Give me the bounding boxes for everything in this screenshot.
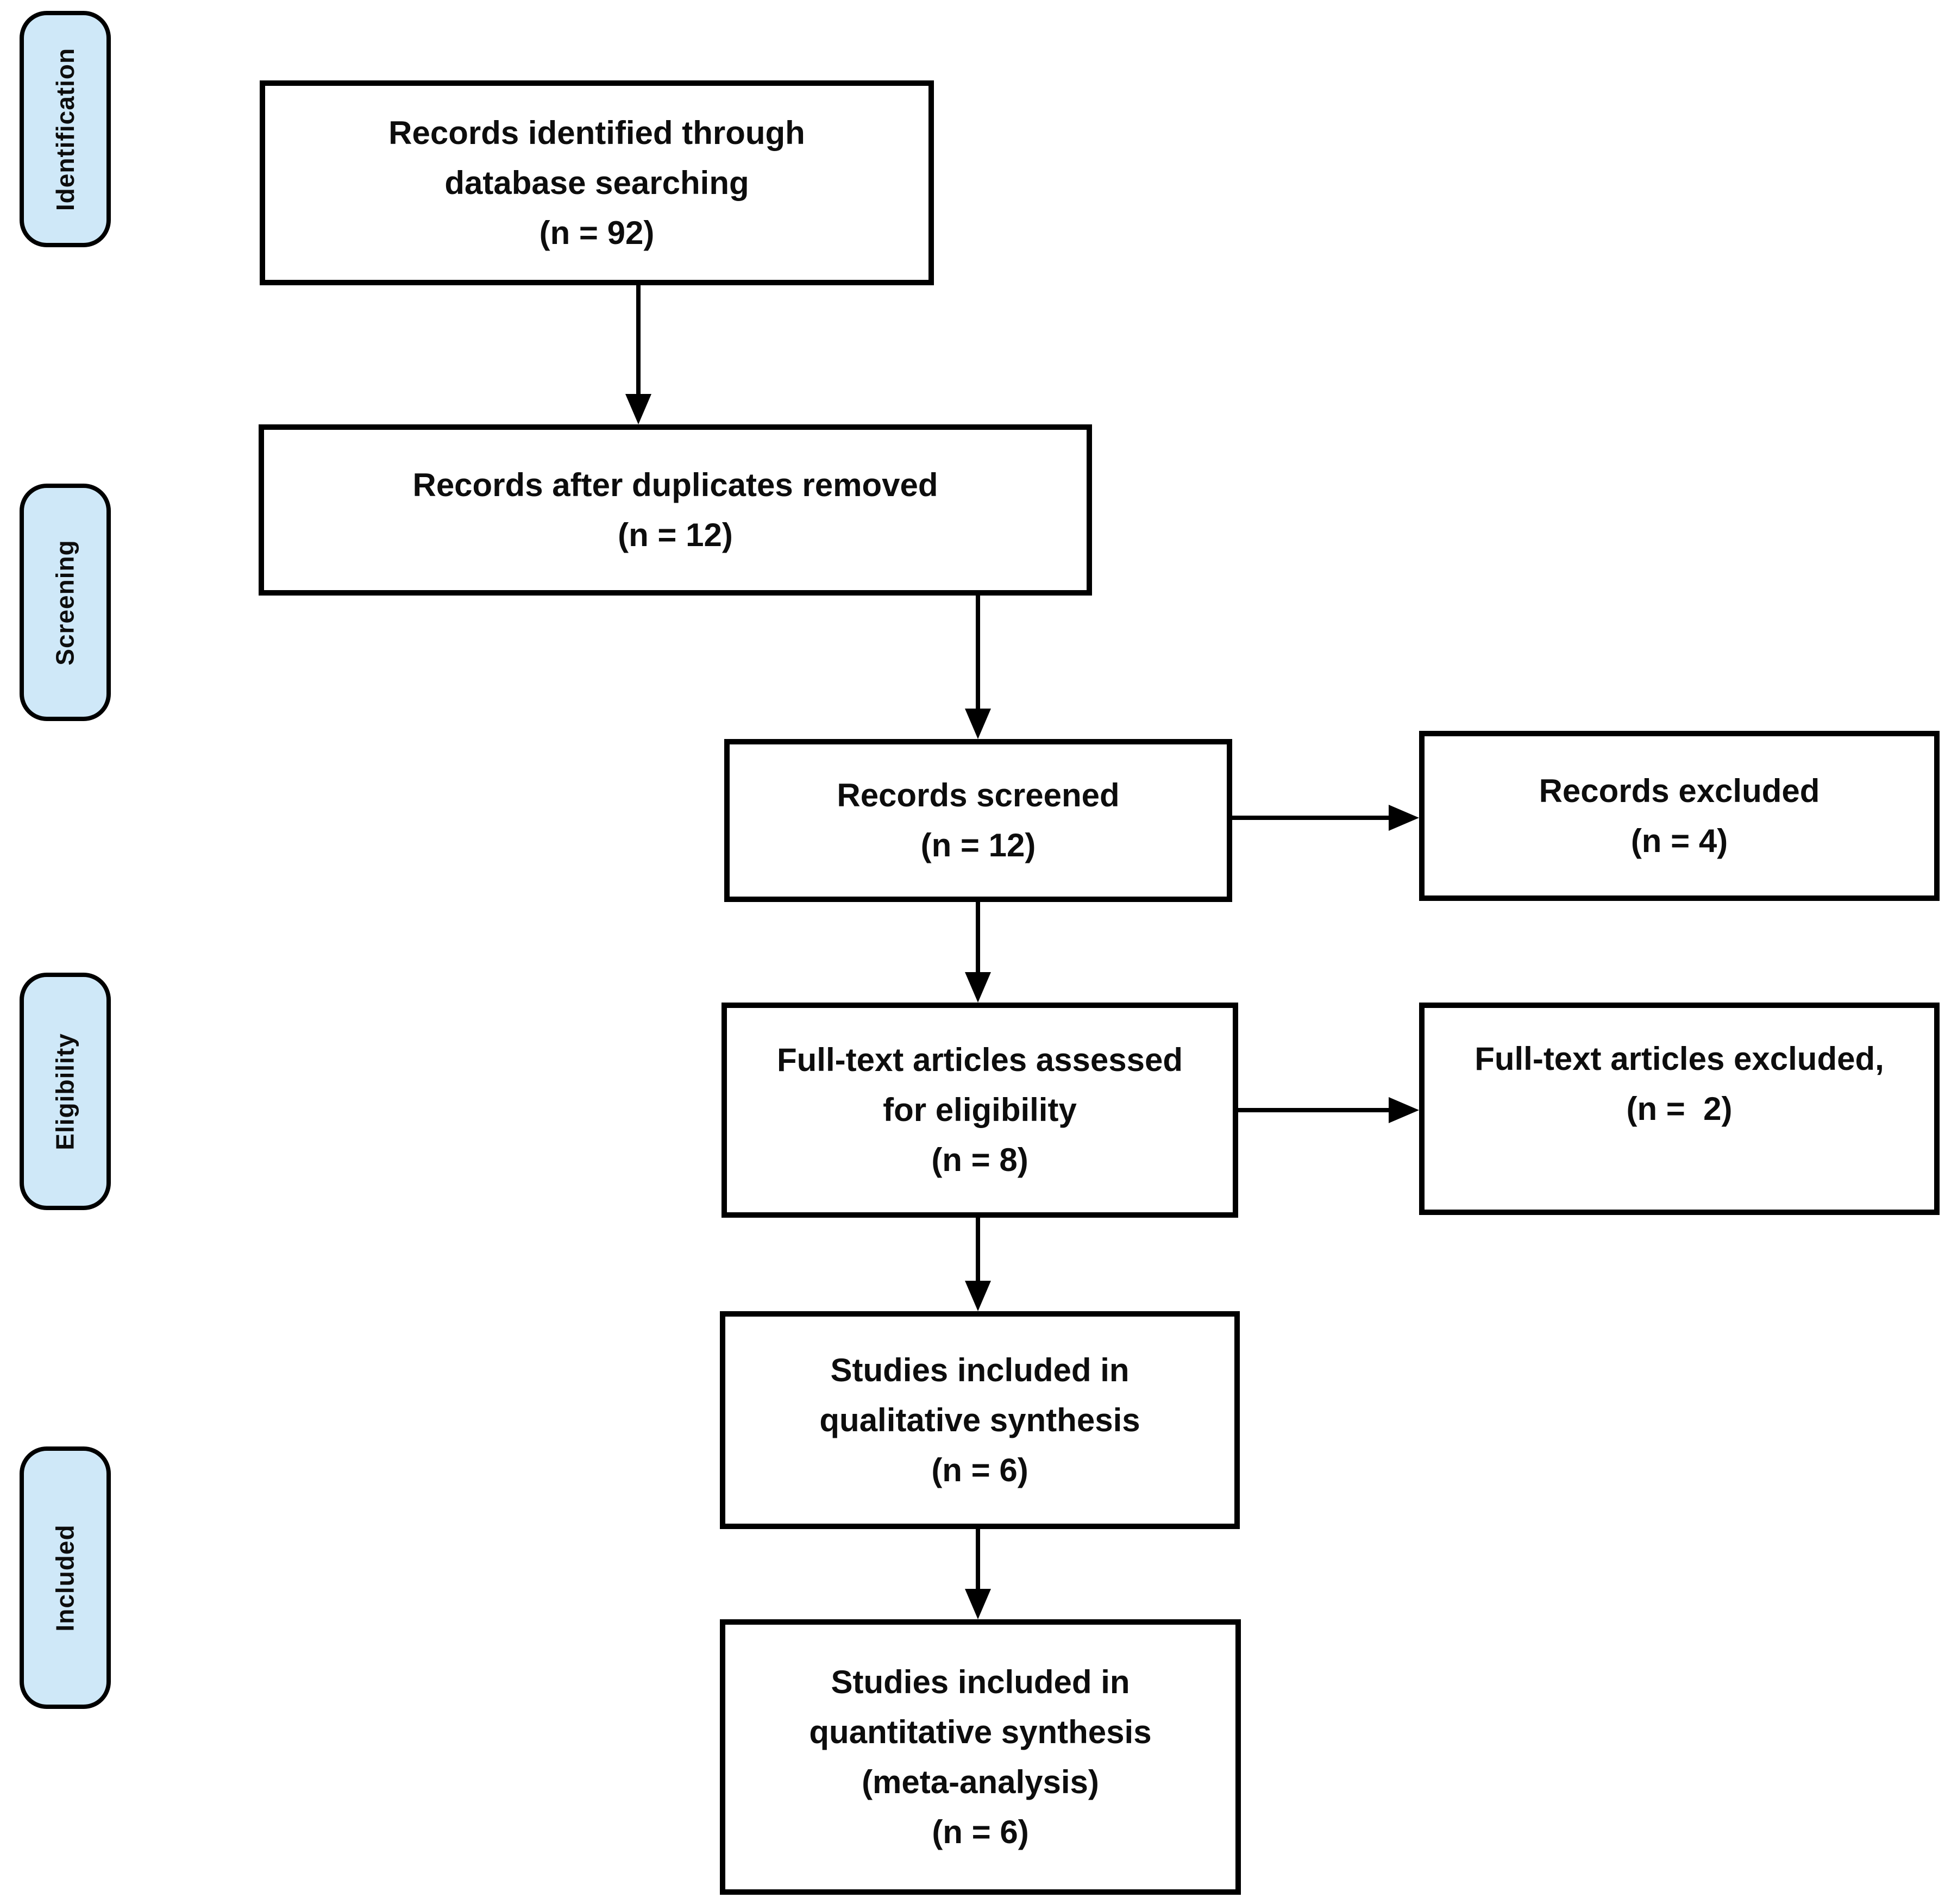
box-line: Records screened: [837, 777, 1120, 813]
arrow-screened-to-excluded-line: [1232, 816, 1389, 820]
stage-label-included: Included: [20, 1446, 111, 1709]
stage-label-eligibility: Eligibility: [20, 973, 111, 1210]
arrow-screened-to-excluded-head: [1389, 805, 1419, 831]
box-line: (n = 8): [931, 1142, 1028, 1178]
stage-label-text: Screening: [51, 539, 80, 666]
stage-label-text: Identification: [51, 47, 80, 211]
box-line: (n = 6): [932, 1813, 1029, 1850]
box-quantitative-synthesis: Studies included in quantitative synthes…: [720, 1619, 1241, 1895]
box-line: (n = 2): [1626, 1091, 1733, 1127]
arrow-qualitative-to-quantitative-head: [965, 1589, 991, 1619]
arrow-fulltext-to-qualitative-line: [976, 1218, 980, 1281]
box-line: for eligibility: [883, 1092, 1077, 1128]
box-line: (n = 12): [920, 827, 1036, 863]
box-records-identified: Records identified through database sear…: [260, 80, 934, 285]
box-line: database searching: [444, 164, 749, 201]
box-line: quantitative synthesis: [809, 1713, 1152, 1750]
arrow-fulltext-to-qualitative-head: [965, 1281, 991, 1311]
box-line: Records identified through: [388, 114, 805, 151]
stage-label-text: Eligibility: [51, 1032, 79, 1150]
box-records-deduplicated: Records after duplicates removed (n = 12…: [259, 424, 1092, 596]
arrow-screened-to-fulltext-head: [965, 972, 991, 1003]
box-line: (n = 12): [618, 516, 733, 553]
box-line: Records excluded: [1539, 772, 1820, 809]
box-line: Records after duplicates removed: [412, 466, 938, 503]
box-qualitative-synthesis: Studies included in qualitative synthesi…: [720, 1311, 1240, 1529]
box-line: (n = 6): [931, 1451, 1028, 1488]
box-line: (n = 92): [539, 214, 655, 251]
box-line: Studies included in: [830, 1351, 1130, 1388]
stage-label-text: Included: [51, 1524, 79, 1632]
box-line: Full-text articles assessed: [776, 1042, 1183, 1078]
box-line: (meta-analysis): [862, 1763, 1099, 1800]
box-records-excluded: Records excluded (n = 4): [1419, 731, 1940, 901]
box-line: (n = 4): [1630, 822, 1728, 859]
arrow-identified-to-deduplicated-head: [625, 394, 651, 424]
box-fulltext-excluded: Full-text articles excluded, (n = 2): [1419, 1003, 1940, 1215]
box-records-screened: Records screened (n = 12): [724, 739, 1232, 902]
box-line: Studies included in: [831, 1663, 1130, 1700]
arrow-screened-to-fulltext-line: [976, 902, 980, 972]
arrow-fulltext-to-excluded-head: [1389, 1097, 1419, 1123]
arrow-qualitative-to-quantitative-line: [976, 1529, 980, 1589]
box-line: Full-text articles excluded,: [1475, 1041, 1884, 1077]
box-fulltext-assessed: Full-text articles assessed for eligibil…: [721, 1003, 1238, 1218]
stage-label-screening: Screening: [20, 484, 111, 721]
arrow-fulltext-to-excluded-line: [1238, 1108, 1389, 1112]
arrow-identified-to-deduplicated-line: [636, 285, 641, 394]
arrow-deduplicated-to-screened-line: [976, 596, 980, 709]
arrow-deduplicated-to-screened-head: [965, 709, 991, 739]
stage-label-identification: Identification: [20, 11, 111, 247]
box-line: qualitative synthesis: [819, 1401, 1140, 1438]
